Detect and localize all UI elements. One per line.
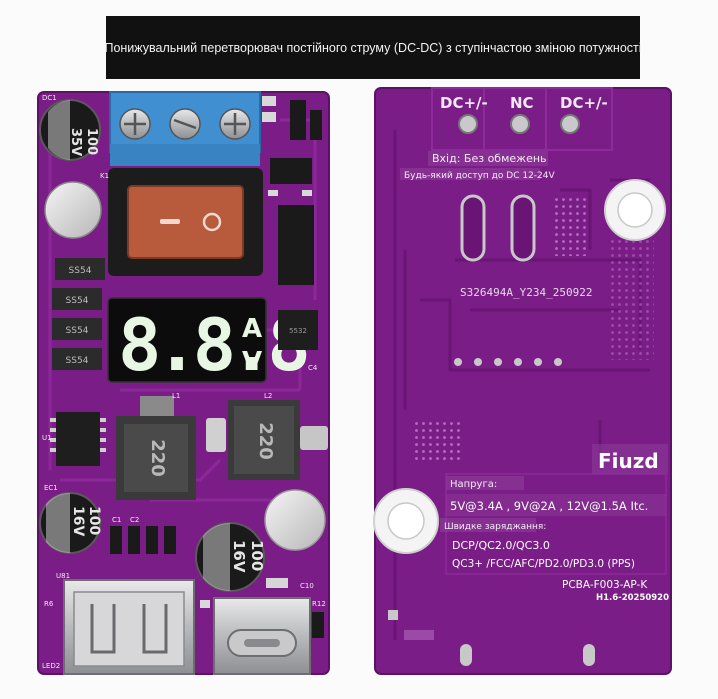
diode-array: SS54 SS54 SS54 SS54 [52, 258, 105, 370]
silk-label: R6 [44, 600, 54, 608]
rocker-switch-icon[interactable] [108, 168, 263, 276]
diode-label: SS54 [66, 326, 89, 336]
usb-c-port-icon[interactable] [213, 597, 311, 675]
capacitor-voltage-label: 16V [230, 540, 248, 573]
silk-label: DC1 [42, 94, 57, 102]
right-board: DC+/- NC DC+/- Вхід: Без обмежень Будь-я… [373, 87, 672, 675]
usb-a-port-icon[interactable] [63, 579, 195, 675]
inductor-label: 220 [147, 439, 168, 477]
capacitor: 100 16V [39, 492, 102, 554]
terminal-label: DC+/- [440, 94, 488, 112]
ic-chip [278, 310, 318, 350]
diode-label: SS54 [66, 296, 89, 306]
capacitor-value-label: 100 [86, 506, 102, 535]
terminal-pads [458, 114, 580, 134]
seven-segment-display: 8.8.8 A V [107, 297, 312, 387]
input-note: Будь-який доступ до DC 12-24V [404, 171, 555, 181]
ic-chip [56, 412, 100, 466]
protocols-line-2: QC3+ /FCC/AFC/PD2.0/PD3.0 (PPS) [452, 558, 635, 570]
model-number: PCBA-F003-AP-K [562, 579, 648, 591]
silk-label: L2 [264, 392, 272, 400]
screw-terminal-icon[interactable] [109, 91, 261, 166]
pin-row [454, 358, 562, 366]
capacitor-value-label: 100 [248, 540, 266, 571]
silk-label: K1 [100, 172, 109, 180]
terminal-label: DC+/- [560, 94, 608, 112]
left-board: 100 35V DC1 K1 [37, 91, 330, 675]
diode-label: SS54 [69, 266, 92, 276]
ic-chip [270, 158, 312, 184]
inductor-label: 220 [255, 422, 276, 460]
silk-label: LED2 [42, 662, 60, 670]
version-label: H1.6-20250920 [596, 593, 669, 603]
page-title: Понижувальний перетворювач постійного ст… [104, 40, 642, 55]
pin [583, 644, 595, 666]
silk-label: C2 [130, 516, 139, 524]
ic-label: 5532 [289, 327, 307, 335]
capacitor-voltage-label: 35V [68, 128, 83, 156]
capacitor: 100 16V [195, 522, 266, 592]
slot-pad [460, 194, 486, 262]
pin [460, 644, 472, 666]
protocols-line-1: DCP/QC2.0/QC3.0 [452, 539, 550, 552]
serial-number: S326494A_Y234_250922 [460, 286, 592, 299]
voltage-values: 5V@3.4A , 9V@2A , 12V@1.5A Itc. [450, 499, 648, 513]
inductor: 220 [206, 400, 328, 480]
voltage-title: Напруга: [450, 479, 497, 490]
brand-logo: Fiuzd [598, 449, 659, 473]
silk-label: C10 [300, 582, 314, 590]
silk-label: C4 [308, 364, 318, 372]
input-label: Вхід: Без обмежень [432, 152, 547, 165]
display-unit-volts: V [242, 347, 262, 377]
silk-label: C1 [112, 516, 121, 524]
round-component [264, 489, 326, 551]
capacitor: 100 35V [39, 99, 101, 161]
silk-label: L1 [172, 392, 180, 400]
title-banner: Понижувальний перетворювач постійного ст… [104, 16, 642, 79]
silk-label: EC1 [44, 484, 58, 492]
capacitor-value-label: 100 [84, 128, 99, 155]
fast-charge-title: Швидке заряджання: [444, 522, 546, 532]
round-component [44, 181, 102, 239]
inductor: 220 [116, 396, 196, 500]
display-unit-amps: A [242, 314, 262, 344]
terminal-label: NC [510, 94, 534, 112]
capacitor-voltage-label: 16V [70, 506, 86, 536]
diode-label: SS54 [66, 356, 89, 366]
silk-label: R12 [312, 600, 326, 608]
silk-label: U1 [42, 434, 52, 442]
slot-pad [510, 194, 536, 262]
ic-chip [278, 205, 314, 285]
silk-label: U81 [56, 572, 70, 580]
